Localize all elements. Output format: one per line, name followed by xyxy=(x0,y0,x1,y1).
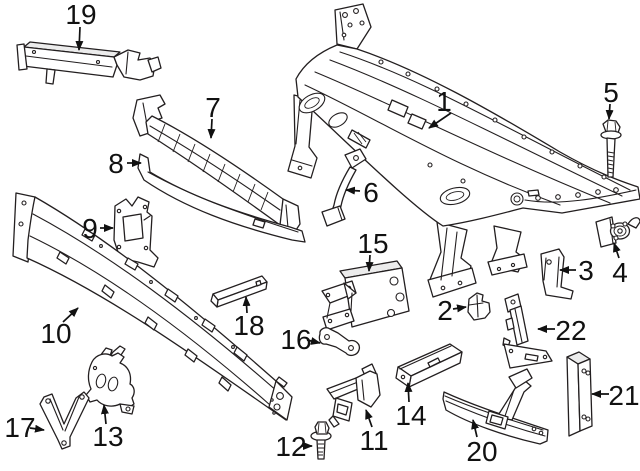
part-21-vertical-bar-drawing xyxy=(566,351,593,437)
part-20-lower-rail-drawing xyxy=(442,368,549,445)
callout-12: 12 xyxy=(275,431,313,462)
callout-arrow-4 xyxy=(613,242,621,259)
callout-number-5: 5 xyxy=(603,77,619,108)
callout-1: 1 xyxy=(428,86,452,129)
part-3-l-bracket-drawing xyxy=(540,248,574,300)
part-6-stay-strip-drawing xyxy=(321,148,367,227)
callout-arrow-19 xyxy=(75,26,84,51)
callout-number-13: 13 xyxy=(92,421,123,452)
callout-17: 17 xyxy=(4,412,45,443)
part-5-long-bolt-drawing xyxy=(600,119,622,178)
callout-number-11: 11 xyxy=(359,425,388,456)
callout-number-10: 10 xyxy=(40,318,71,349)
callout-9: 9 xyxy=(82,213,114,244)
part-1-radiator-support-drawing xyxy=(287,3,640,298)
callout-arrow-18 xyxy=(242,296,251,314)
part-17-v-bracket-drawing xyxy=(39,391,90,450)
callout-21: 21 xyxy=(591,380,640,411)
callout-arrow-15 xyxy=(365,254,374,272)
callout-number-9: 9 xyxy=(82,213,98,244)
part-11-mount-bracket-drawing xyxy=(326,363,381,428)
callout-7: 7 xyxy=(205,92,221,139)
part-4-mount-boss-drawing xyxy=(595,216,640,248)
callout-3: 3 xyxy=(559,255,594,286)
part-10-bumper-reinforcement-drawing xyxy=(12,192,293,421)
part-22-support-bracket-drawing xyxy=(502,293,553,369)
part-13-bracket-plate-drawing xyxy=(85,345,135,415)
callout-14: 14 xyxy=(395,382,427,431)
part-2-clip-drawing xyxy=(467,292,491,321)
callout-16: 16 xyxy=(280,324,321,355)
callout-number-21: 21 xyxy=(608,380,639,411)
part-12-bolt-drawing xyxy=(310,421,332,460)
part-8-reinforcement-strip-drawing xyxy=(137,153,306,243)
callout-22: 22 xyxy=(537,315,587,346)
callout-5: 5 xyxy=(603,77,619,120)
callout-arrow-10 xyxy=(62,307,79,323)
callout-number-7: 7 xyxy=(205,92,221,123)
callout-arrow-13 xyxy=(100,404,109,425)
callout-number-19: 19 xyxy=(65,0,96,30)
callout-number-1: 1 xyxy=(436,86,452,117)
callout-arrow-20 xyxy=(471,419,479,438)
callout-15: 15 xyxy=(357,228,389,272)
callout-number-3: 3 xyxy=(578,255,594,286)
callout-11: 11 xyxy=(359,409,389,456)
callout-number-16: 16 xyxy=(280,324,311,355)
callout-number-15: 15 xyxy=(357,228,388,259)
callout-arrow-7 xyxy=(207,118,216,139)
part-16-tie-strap-drawing xyxy=(318,327,361,357)
callout-arrow-11 xyxy=(365,409,373,428)
callout-13: 13 xyxy=(92,404,124,452)
callout-number-2: 2 xyxy=(437,295,453,326)
part-9-side-bracket-drawing xyxy=(113,196,159,268)
part-14-box-tube-drawing xyxy=(395,343,463,388)
callout-number-22: 22 xyxy=(555,315,586,346)
callout-arrow-1 xyxy=(428,112,452,129)
callout-arrow-17 xyxy=(29,424,45,433)
callout-6: 6 xyxy=(345,177,379,208)
part-18-small-bar-drawing xyxy=(210,275,268,308)
callout-number-6: 6 xyxy=(363,177,379,208)
callout-19: 19 xyxy=(65,0,97,51)
callout-10: 10 xyxy=(40,307,79,349)
callout-arrow-2 xyxy=(452,304,467,313)
callout-18: 18 xyxy=(233,296,265,341)
part-19-upper-rail-drawing xyxy=(16,41,162,85)
callout-4: 4 xyxy=(612,242,628,288)
callout-number-18: 18 xyxy=(233,310,264,341)
callout-arrow-16 xyxy=(306,337,321,345)
callout-8: 8 xyxy=(108,148,142,179)
callout-number-12: 12 xyxy=(275,431,306,462)
callout-arrow-14 xyxy=(404,382,413,403)
callout-number-4: 4 xyxy=(612,257,628,288)
callout-2: 2 xyxy=(437,295,467,326)
callout-arrow-6 xyxy=(345,186,361,195)
part-15-crash-box-drawing xyxy=(321,260,410,331)
callout-arrow-5 xyxy=(605,103,614,120)
callout-20: 20 xyxy=(466,419,498,467)
callout-number-14: 14 xyxy=(395,400,426,431)
callout-number-8: 8 xyxy=(108,148,124,179)
callout-number-20: 20 xyxy=(466,436,497,467)
callout-number-17: 17 xyxy=(4,412,35,443)
